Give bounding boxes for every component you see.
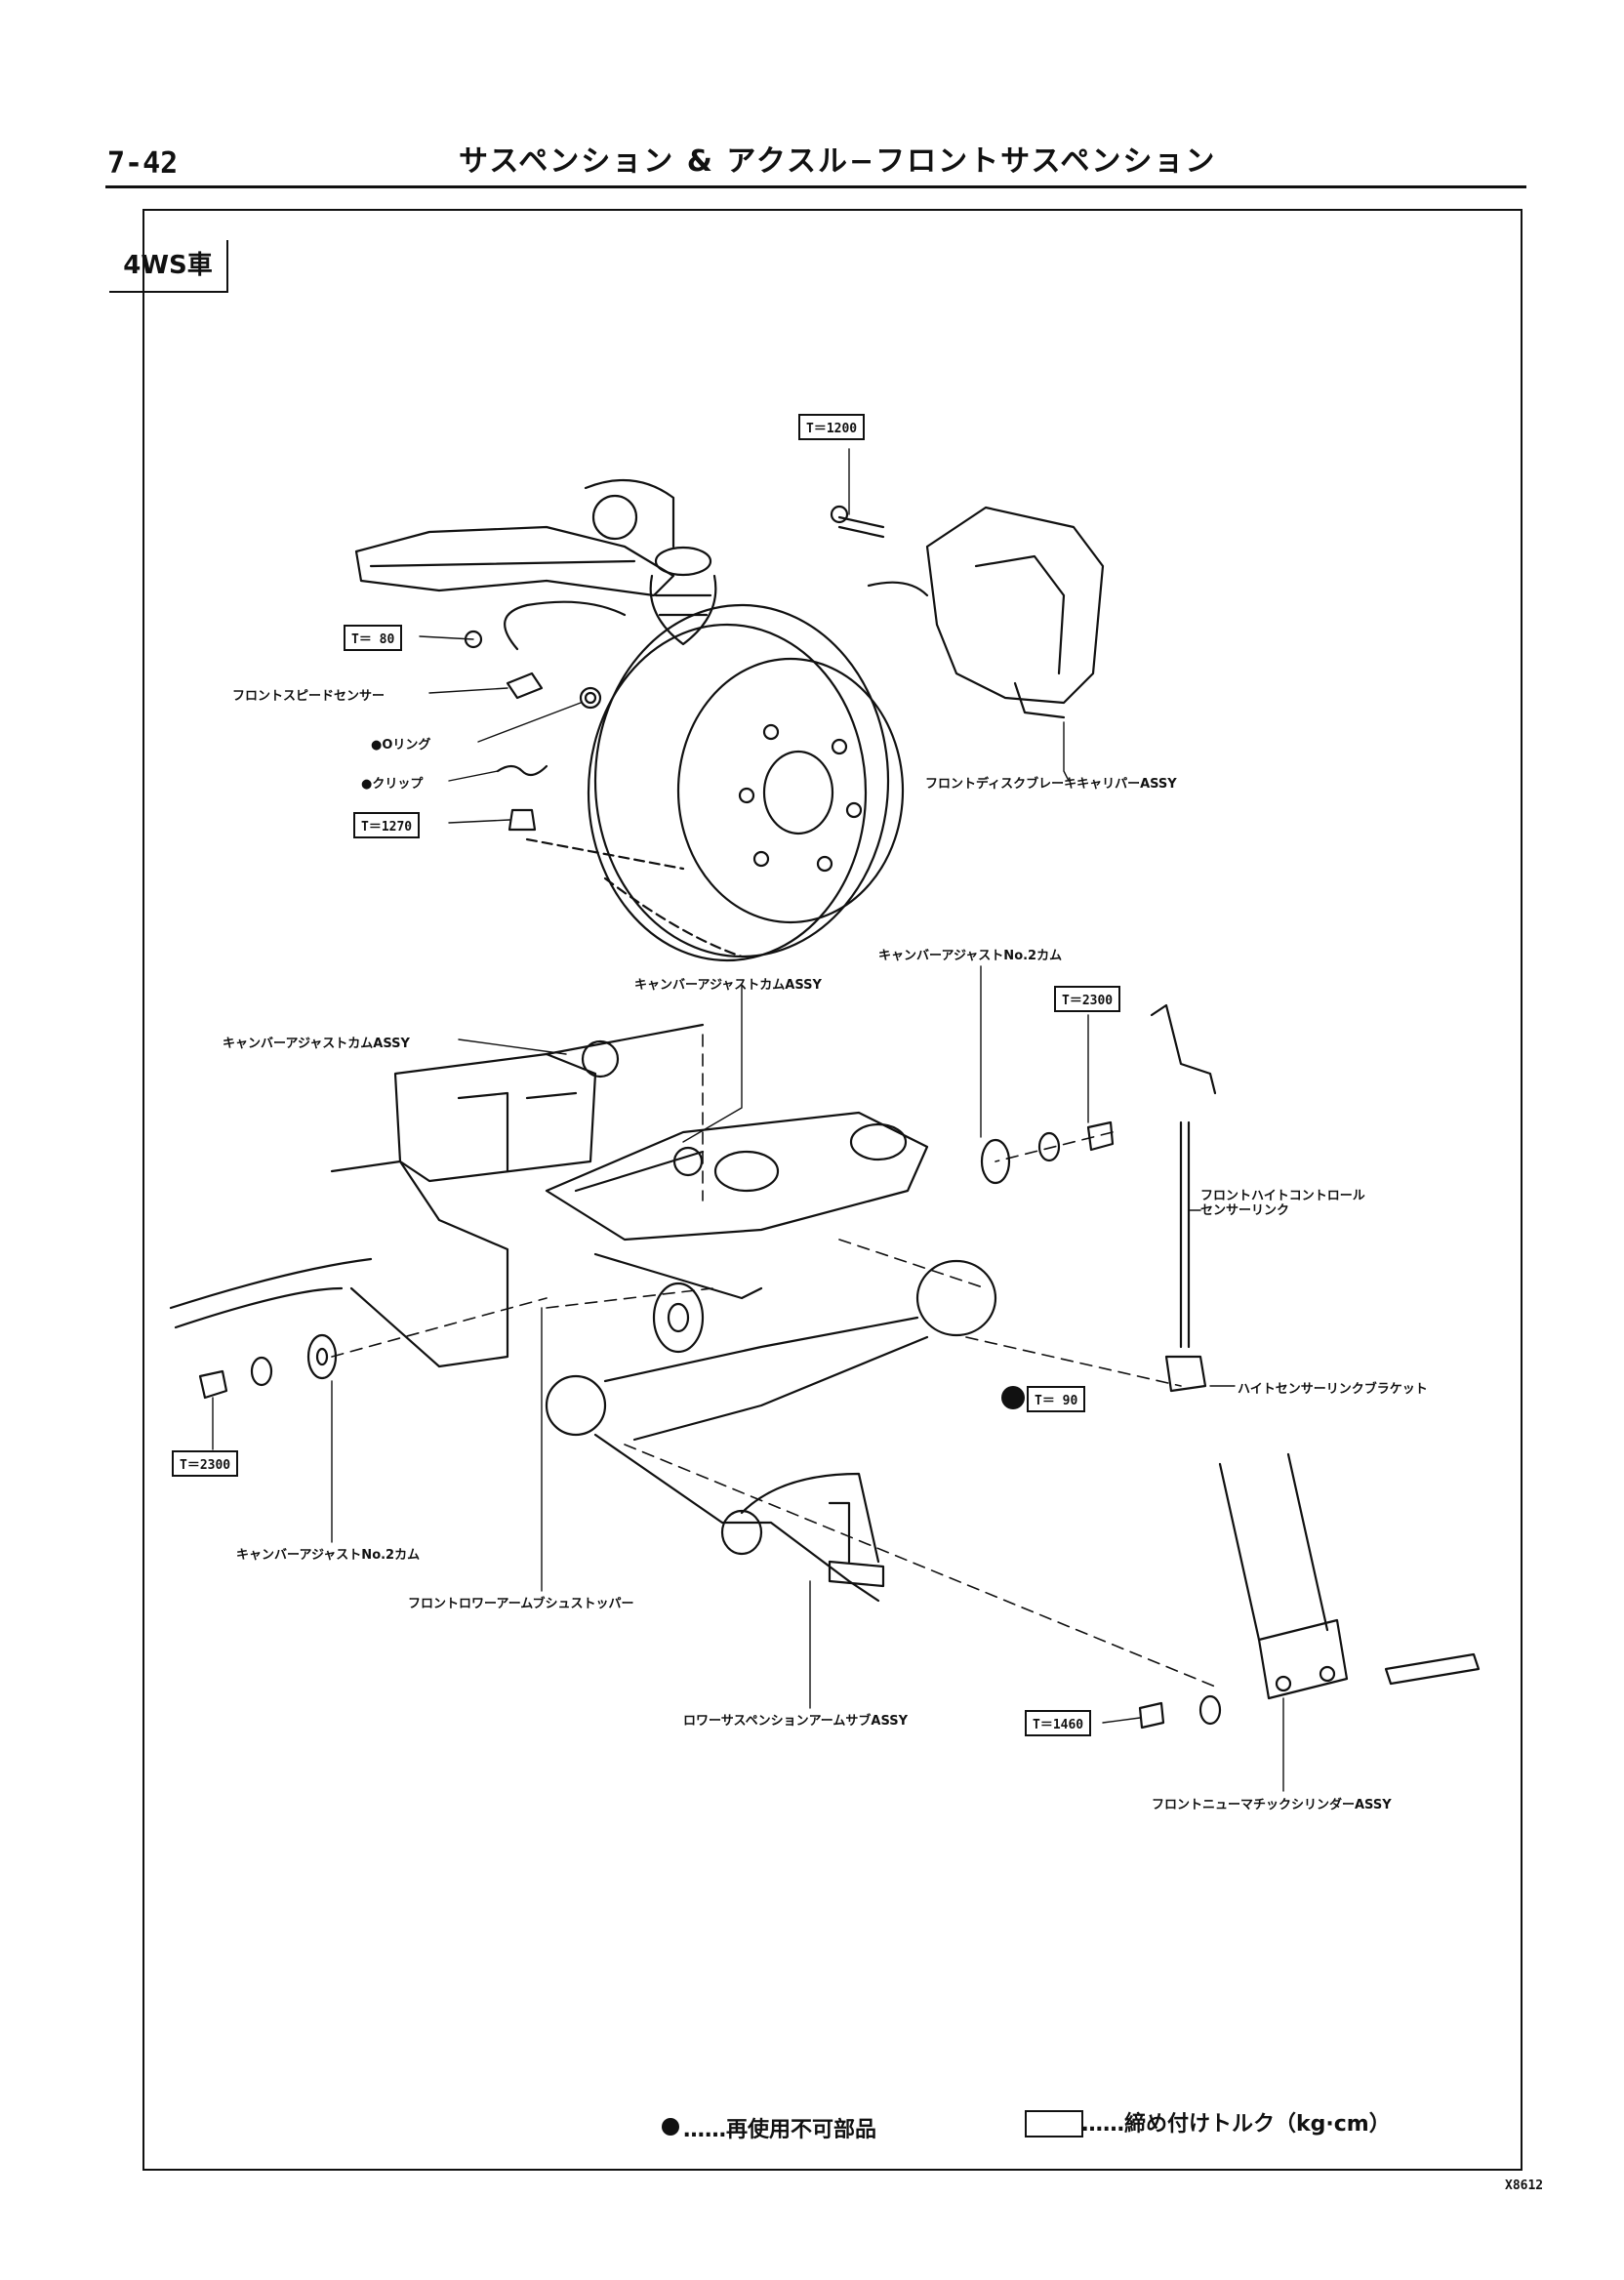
part-label-height-sensor-link: フロントハイトコントロール センサーリンク bbox=[1200, 1189, 1365, 1218]
caliper-drawing bbox=[830, 505, 1105, 719]
bushing-stopper-drawing bbox=[652, 1282, 705, 1354]
lower-arm-drawing bbox=[545, 1259, 997, 1603]
part-label-camber-cam-assy-top: キャンバーアジャストカムASSY bbox=[634, 978, 822, 993]
part-label-lower-arm-sub-assy: ロワーサスペンションアームサブASSY bbox=[683, 1714, 909, 1729]
figure-code: X8612 bbox=[1505, 2178, 1544, 2193]
part-label-front-speed-sensor: フロントスピードセンサー bbox=[232, 689, 386, 704]
torque-label: T＝ 90 bbox=[1027, 1386, 1086, 1412]
part-label-height-sensor-bracket: ハイトセンサーリンクブラケット bbox=[1238, 1382, 1428, 1397]
legend-torque-text: ……締め付けトルク（kg·cm） bbox=[1081, 2112, 1391, 2137]
legend-non-reusable-dot bbox=[662, 2118, 679, 2136]
part-label-camber-cam-assy-left: キャンバーアジャストカムASSY bbox=[223, 1037, 410, 1051]
torque-label: T＝2300 bbox=[172, 1450, 239, 1477]
ball-joint-drawing bbox=[649, 546, 717, 646]
diagram-frame bbox=[142, 209, 1522, 2171]
pneumatic-cylinder-drawing bbox=[1138, 1452, 1481, 1730]
leader-lines bbox=[212, 448, 1284, 1792]
part-label-pneumatic-cylinder: フロントニューマチックシリンダーASSY bbox=[1152, 1798, 1392, 1812]
legend-non-reusable-text: ……再使用不可部品 bbox=[683, 2118, 877, 2142]
part-label-lower-arm-stopper: フロントロワーアームブシュストッパー bbox=[408, 1597, 634, 1611]
left-hardware-drawing bbox=[198, 1333, 338, 1400]
torque-label: T＝1270 bbox=[353, 812, 421, 838]
legend-torque-box bbox=[1025, 2110, 1083, 2138]
part-label-camber-cam-no2-top: キャンバーアジャストNo.2カム bbox=[878, 949, 1063, 963]
assembly-lines bbox=[331, 1034, 1221, 1690]
part-label-camber-cam-no2-bottom: キャンバーアジャストNo.2カム bbox=[236, 1548, 421, 1563]
part-label-clip: ●クリップ bbox=[361, 777, 424, 792]
torque-label: T＝1460 bbox=[1025, 1710, 1092, 1736]
torque-label: T＝ 80 bbox=[344, 625, 403, 651]
right-hardware-drawing bbox=[980, 1120, 1115, 1185]
upper-arm-drawing bbox=[354, 478, 675, 597]
page-title: サスペンション & アクスル−フロントサスペンション bbox=[459, 144, 1217, 179]
subframe-drawing bbox=[169, 1023, 929, 1368]
page-number: 7-42 bbox=[107, 146, 179, 181]
part-label-o-ring: ●Oリング bbox=[371, 738, 431, 753]
torque-label: T＝1200 bbox=[798, 414, 866, 440]
torque-label: T＝2300 bbox=[1054, 986, 1121, 1012]
header-rule bbox=[105, 185, 1526, 188]
model-tag: 4WS車 bbox=[109, 240, 228, 293]
brake-disc-drawing bbox=[525, 603, 905, 962]
non-reusable-marker bbox=[1001, 1386, 1025, 1409]
height-sensor-link-drawing bbox=[1150, 1003, 1217, 1393]
part-label-brake-caliper: フロントディスクブレーキキャリパーASSY bbox=[925, 777, 1177, 792]
